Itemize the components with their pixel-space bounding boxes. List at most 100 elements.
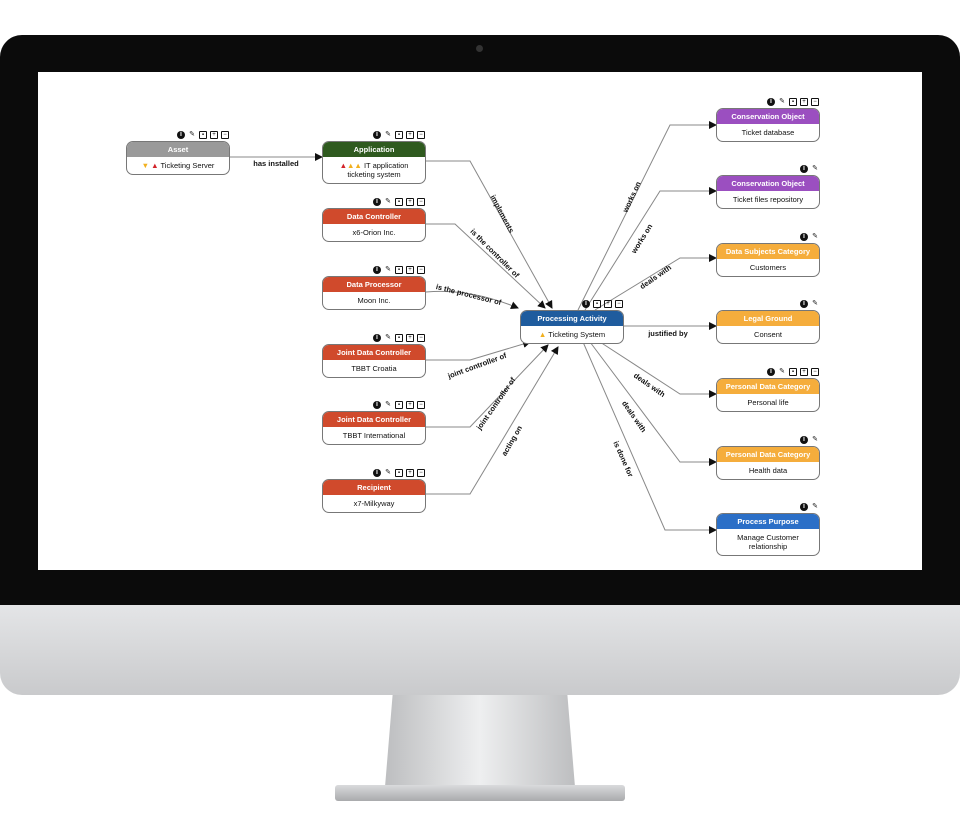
node-recipient[interactable]: i✎▪+− Recipient x7-Milkyway — [322, 469, 426, 513]
edit-icon[interactable]: ✎ — [812, 436, 818, 443]
node-process-purpose[interactable]: i✎ Process Purpose Manage Customer relat… — [716, 503, 820, 556]
info-icon[interactable]: i — [373, 131, 381, 139]
collapse-icon[interactable]: ▪ — [789, 98, 797, 106]
info-icon[interactable]: i — [800, 165, 808, 173]
monitor-stand — [385, 695, 575, 787]
node-body: x6-Orion Inc. — [352, 228, 396, 237]
edit-icon[interactable]: ✎ — [385, 401, 391, 408]
expand-icon[interactable]: + — [406, 131, 414, 139]
node-data-controller[interactable]: i✎▪+− Data Controller x6-Orion Inc. — [322, 198, 426, 242]
remove-icon[interactable]: − — [221, 131, 229, 139]
edge[interactable] — [594, 254, 717, 311]
edge[interactable] — [577, 121, 717, 311]
node-conservation-object[interactable]: i✎▪+− Conservation Object Ticket databas… — [716, 98, 820, 142]
info-icon[interactable]: i — [177, 131, 185, 139]
node-personal-data-category[interactable]: i✎▪+− Personal Data Category Personal li… — [716, 368, 820, 412]
node-body: TBBT Croatia — [351, 364, 397, 373]
edit-icon[interactable]: ✎ — [779, 368, 785, 375]
expand-icon[interactable]: + — [406, 469, 414, 477]
collapse-icon[interactable]: ▪ — [395, 266, 403, 274]
node-body: Ticketing System — [548, 330, 606, 339]
info-icon[interactable]: i — [373, 401, 381, 409]
info-icon[interactable]: i — [767, 368, 775, 376]
edge[interactable] — [425, 290, 519, 310]
edge[interactable] — [589, 341, 717, 466]
node-personal-data-category[interactable]: i✎ Personal Data Category Health data — [716, 436, 820, 480]
remove-icon[interactable]: − — [417, 198, 425, 206]
node-legal-ground[interactable]: i✎ Legal Ground Consent — [716, 300, 820, 344]
edge-label: deals with — [632, 371, 667, 399]
info-icon[interactable]: i — [373, 198, 381, 206]
edge[interactable] — [426, 340, 531, 361]
edit-icon[interactable]: ✎ — [385, 198, 391, 205]
expand-icon[interactable]: + — [210, 131, 218, 139]
edit-icon[interactable]: ✎ — [812, 165, 818, 172]
edit-icon[interactable]: ✎ — [385, 266, 391, 273]
edge-label: deals with — [620, 399, 648, 434]
collapse-icon[interactable]: ▪ — [199, 131, 207, 139]
node-processing-activity[interactable]: i▪+− Processing Activity ▲ Ticketing Sys… — [520, 300, 624, 344]
edit-icon[interactable]: ✎ — [189, 131, 195, 138]
node-application[interactable]: i✎▪+− Application ▲▲▲ IT application tic… — [322, 131, 426, 184]
edit-icon[interactable]: ✎ — [779, 98, 785, 105]
collapse-icon[interactable]: ▪ — [395, 198, 403, 206]
edge[interactable] — [599, 341, 717, 398]
collapse-icon[interactable]: ▪ — [395, 401, 403, 409]
node-data-subjects-category[interactable]: i✎ Data Subjects Category Customers — [716, 233, 820, 277]
edge-label: is the controller of — [468, 227, 521, 280]
remove-icon[interactable]: − — [811, 368, 819, 376]
edge[interactable] — [426, 160, 553, 309]
expand-icon[interactable]: + — [406, 401, 414, 409]
node-body: Consent — [754, 330, 782, 339]
info-icon[interactable]: i — [800, 503, 808, 511]
node-asset[interactable]: i✎▪+− Asset ▼ ▲ Ticketing Server — [126, 131, 230, 175]
expand-icon[interactable]: + — [800, 98, 808, 106]
edit-icon[interactable]: ✎ — [812, 503, 818, 510]
edit-icon[interactable]: ✎ — [812, 300, 818, 307]
collapse-icon[interactable]: ▪ — [593, 300, 601, 308]
edit-icon[interactable]: ✎ — [812, 233, 818, 240]
info-icon[interactable]: i — [373, 266, 381, 274]
info-icon[interactable]: i — [800, 300, 808, 308]
expand-icon[interactable]: + — [800, 368, 808, 376]
edge[interactable] — [584, 187, 717, 311]
node-body: TBBT International — [342, 431, 406, 440]
edge[interactable] — [582, 341, 717, 534]
expand-icon[interactable]: + — [406, 198, 414, 206]
remove-icon[interactable]: − — [417, 131, 425, 139]
expand-icon[interactable]: + — [406, 266, 414, 274]
remove-icon[interactable]: − — [417, 334, 425, 342]
remove-icon[interactable]: − — [811, 98, 819, 106]
edit-icon[interactable]: ✎ — [385, 334, 391, 341]
edge[interactable] — [426, 344, 549, 428]
node-title: Process Purpose — [717, 514, 819, 529]
edit-icon[interactable]: ✎ — [385, 469, 391, 476]
collapse-icon[interactable]: ▪ — [789, 368, 797, 376]
node-body: Ticket files repository — [732, 195, 804, 204]
info-icon[interactable]: i — [767, 98, 775, 106]
collapse-icon[interactable]: ▪ — [395, 334, 403, 342]
collapse-icon[interactable]: ▪ — [395, 131, 403, 139]
info-icon[interactable]: i — [373, 334, 381, 342]
edge[interactable] — [426, 223, 546, 309]
info-icon[interactable]: i — [800, 233, 808, 241]
node-conservation-object[interactable]: i ✎ Conservation Object Ticket files repo… — [716, 165, 820, 209]
expand-icon[interactable]: + — [604, 300, 612, 308]
node-title: Conservation Object — [717, 176, 819, 191]
expand-icon[interactable]: + — [406, 334, 414, 342]
info-icon[interactable]: i — [373, 469, 381, 477]
remove-icon[interactable]: − — [417, 266, 425, 274]
node-body: x7-Milkyway — [353, 499, 395, 508]
info-icon[interactable]: i — [800, 436, 808, 444]
node-joint-controller[interactable]: i✎▪+− Joint Data Controller TBBT Croatia — [322, 334, 426, 378]
remove-icon[interactable]: − — [417, 469, 425, 477]
edge[interactable] — [426, 346, 559, 495]
node-data-processor[interactable]: i✎▪+− Data Processor Moon Inc. — [322, 266, 426, 310]
collapse-icon[interactable]: ▪ — [395, 469, 403, 477]
node-joint-controller[interactable]: i✎▪+− Joint Data Controller TBBT Interna… — [322, 401, 426, 445]
remove-icon[interactable]: − — [615, 300, 623, 308]
edge-label: joint controller of — [474, 375, 518, 432]
edit-icon[interactable]: ✎ — [385, 131, 391, 138]
remove-icon[interactable]: − — [417, 401, 425, 409]
info-icon[interactable]: i — [582, 300, 590, 308]
